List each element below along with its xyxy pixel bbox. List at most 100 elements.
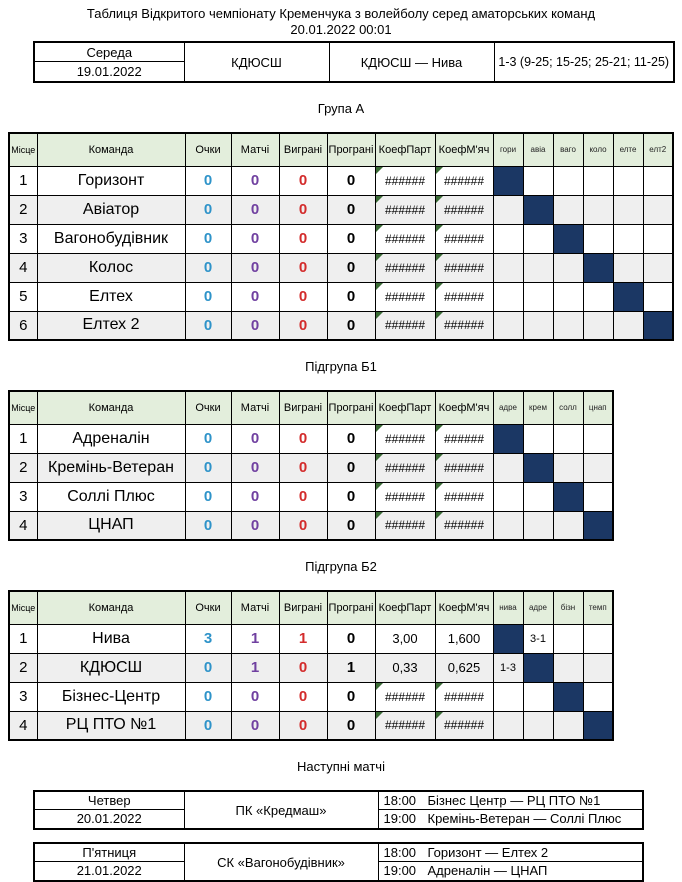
col-opponent: цнап xyxy=(582,390,614,425)
col-place: Місце xyxy=(8,132,38,167)
won-cell: 0 xyxy=(278,681,328,712)
team-name-cell: Кремінь-Ветеран xyxy=(36,452,186,483)
lost-cell: 0 xyxy=(326,252,376,283)
self-match-cell xyxy=(552,481,584,512)
points-cell: 0 xyxy=(184,681,232,712)
matches-cell: 1 xyxy=(230,623,280,654)
place-cell: 3 xyxy=(8,481,38,512)
coef-ball-cell: ###### xyxy=(434,452,494,483)
self-match-cell xyxy=(522,194,554,225)
won-cell: 0 xyxy=(278,423,328,454)
points-cell: 3 xyxy=(184,623,232,654)
cross-result-cell xyxy=(552,510,584,541)
col-place: Місце xyxy=(8,590,38,625)
matches-cell: 0 xyxy=(230,681,280,712)
match-teams: Горизонт — Елтех 2 xyxy=(427,845,549,860)
last-match-score: 1-3 (9-25; 15-25; 25-21; 11-25) xyxy=(493,41,675,83)
cross-result-cell xyxy=(492,223,524,254)
points-cell: 0 xyxy=(184,423,232,454)
lost-cell: 0 xyxy=(326,223,376,254)
points-cell: 0 xyxy=(184,223,232,254)
upcoming-date: 21.01.2022 xyxy=(76,863,142,878)
coef-ball-cell: ###### xyxy=(434,223,494,254)
cross-result-cell xyxy=(522,252,554,283)
points-cell: 0 xyxy=(184,165,232,196)
cross-result-cell xyxy=(582,681,614,712)
lost-cell: 0 xyxy=(326,623,376,654)
coef-part-cell: ###### xyxy=(374,165,436,196)
cross-result-cell xyxy=(552,194,584,225)
last-match-daydate-cell: Середа 19.01.2022 xyxy=(33,41,185,83)
coef-ball-cell: ###### xyxy=(434,281,494,312)
won-cell: 0 xyxy=(278,223,328,254)
last-match-row: Середа 19.01.2022 КДЮСШ КДЮСШ — Нива 1-3… xyxy=(33,41,675,83)
coef-ball-cell: ###### xyxy=(434,481,494,512)
self-match-cell xyxy=(552,223,584,254)
team-name-cell: Елтех 2 xyxy=(36,310,186,341)
lost-cell: 0 xyxy=(326,165,376,196)
team-name-cell: ЦНАП xyxy=(36,510,186,541)
col-coef-part: КоефПарт xyxy=(374,132,436,167)
col-coef-ball: КоефМ'яч xyxy=(434,132,494,167)
col-opponent: крем xyxy=(522,390,554,425)
last-match-date: 19.01.2022 xyxy=(76,64,142,79)
cross-result-cell xyxy=(492,281,524,312)
group-title: Підгрупа Б1 xyxy=(305,359,377,374)
cross-result-cell xyxy=(522,310,554,341)
cross-result-cell xyxy=(522,423,554,454)
cross-result-cell xyxy=(582,165,614,196)
team-name-cell: РЦ ПТО №1 xyxy=(36,710,186,741)
coef-part-cell: ###### xyxy=(374,281,436,312)
points-cell: 0 xyxy=(184,710,232,741)
coef-part-cell: ###### xyxy=(374,252,436,283)
page-title: Таблиця Відкритого чемпіонату Кременчука… xyxy=(86,6,596,21)
coef-ball-cell: ###### xyxy=(434,194,494,225)
self-match-cell xyxy=(582,710,614,741)
cross-result-cell xyxy=(642,194,674,225)
coef-ball-cell: ###### xyxy=(434,252,494,283)
place-cell: 1 xyxy=(8,623,38,654)
cross-result-cell xyxy=(552,710,584,741)
coef-ball-cell: ###### xyxy=(434,310,494,341)
col-won: Виграні xyxy=(278,132,328,167)
cross-result-cell xyxy=(642,252,674,283)
cross-result-cell: 1-3 xyxy=(492,652,524,683)
won-cell: 0 xyxy=(278,710,328,741)
cross-result-cell xyxy=(642,281,674,312)
cross-result-cell xyxy=(492,481,524,512)
lost-cell: 0 xyxy=(326,681,376,712)
place-cell: 1 xyxy=(8,165,38,196)
col-team: Команда xyxy=(36,390,186,425)
coef-ball-cell: ###### xyxy=(434,165,494,196)
self-match-cell xyxy=(492,165,524,196)
col-opponent: адре xyxy=(492,390,524,425)
won-cell: 0 xyxy=(278,652,328,683)
place-cell: 4 xyxy=(8,710,38,741)
col-won: Виграні xyxy=(278,390,328,425)
cross-result-cell xyxy=(552,252,584,283)
col-coef-part: КоефПарт xyxy=(374,590,436,625)
upcoming-title: Наступні матчі xyxy=(297,759,385,774)
place-cell: 1 xyxy=(8,423,38,454)
cross-result-cell xyxy=(582,481,614,512)
coef-part-cell: 3,00 xyxy=(374,623,436,654)
upcoming-day: П'ятниця xyxy=(35,844,183,862)
